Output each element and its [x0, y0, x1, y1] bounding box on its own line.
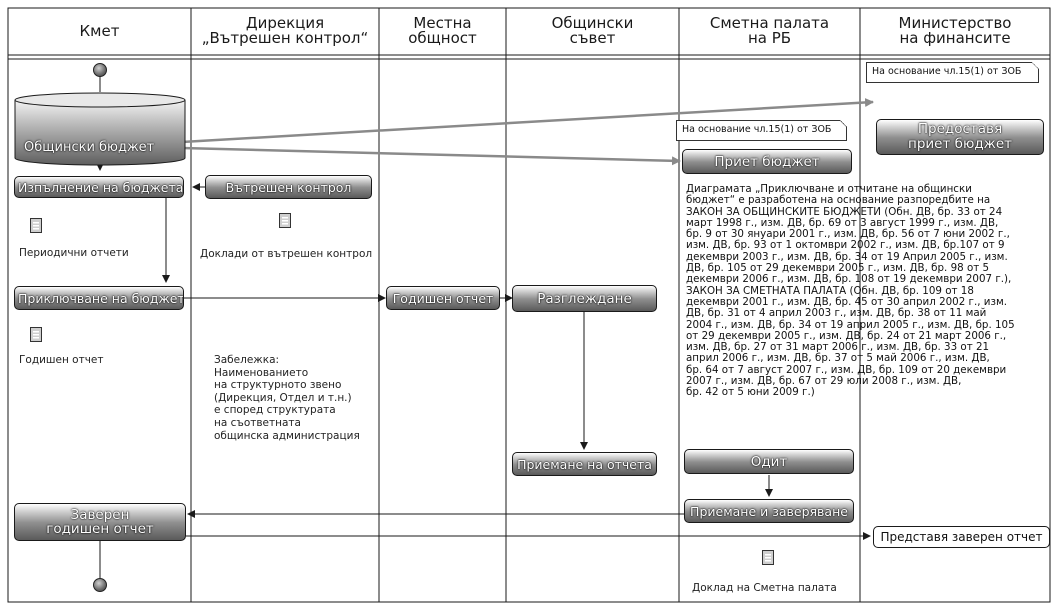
provide-line-1: Предоставя: [917, 121, 1003, 137]
paragraph-line: бюджет“ е разработена на основание разпо…: [686, 194, 991, 207]
lane-title: Местна: [413, 14, 472, 32]
lane-header-local-community: Местна общност: [379, 8, 506, 54]
internal-control-reports-label: Доклади от вътрешен контрол: [200, 248, 373, 260]
lane-subtitle: „Вътрешен контрол“: [201, 29, 369, 47]
budget-closing-box[interactable]: Приключване на бюджета: [14, 286, 184, 310]
paragraph-line: бр. 9 от 30 януари 2001 г., изм. ДВ, бр.…: [686, 228, 1010, 241]
budget-execution-box[interactable]: Изпълнение на бюджета: [14, 176, 184, 198]
internal-control-box[interactable]: Вътрешен контрол: [205, 175, 372, 199]
annual-report-doc-label: Годишен отчет: [19, 354, 104, 366]
municipal-budget-cylinder: [14, 92, 186, 166]
lane-subtitle: на финансите: [899, 29, 1011, 47]
audit-box[interactable]: Одит: [684, 449, 854, 474]
lane-header-ministry-finance: Министерство на финансите: [860, 8, 1050, 54]
annual-report-box[interactable]: Годишен отчет: [386, 286, 500, 310]
certified-annual-report-box[interactable]: Заверен годишен отчет: [14, 503, 186, 541]
periodic-reports-label: Периодични отчети: [19, 247, 129, 259]
paragraph-line: декември 2006 г., изм. ДВ, бр. 108 от 19…: [686, 273, 1012, 286]
lane-title: Министерство: [898, 14, 1012, 32]
remark-line: на съответната: [214, 416, 301, 429]
remark-line: Наименованието: [214, 366, 309, 379]
lane-subtitle: на РБ: [747, 29, 792, 47]
paragraph-line: 2007 г., изм. ДВ, бр. 67 от 29 юли 2008 …: [686, 375, 962, 388]
paragraph-line: ДВ, бр. 105 от 29 декември 2005 г., изм.…: [686, 262, 990, 275]
remark-line: е според структурата: [214, 404, 336, 417]
lane-subtitle: съвет: [569, 29, 616, 47]
structure-remark: Забележка: Наименованието на структурнот…: [214, 354, 360, 442]
paragraph-line: Диаграмата „Приключване и отчитане на об…: [686, 183, 972, 195]
municipal-budget-label: Общински бюджет: [24, 140, 155, 155]
remark-line: общинска администрация: [214, 429, 360, 442]
certified-line-1: Заверен: [70, 507, 130, 523]
legal-basis-paragraph: Диаграмата „Приключване и отчитане на об…: [686, 183, 1048, 399]
audit-report-doc-label: Доклад на Сметна палата: [692, 582, 837, 594]
document-icon: [762, 550, 774, 565]
paragraph-line: април 2006 г., изм. ДВ, бр. 37 от 5 май …: [686, 352, 990, 365]
mf-legal-basis-note: На основание чл.15(1) от ЗОБ: [866, 62, 1039, 83]
paragraph-line: декември 2001 г., изм. ДВ, бр. 45 от 30 …: [686, 295, 1007, 308]
paragraph-line: изм. ДВ, бр. 93 от 1 октомври 2002 г., и…: [686, 239, 1005, 252]
lane-header-audit-office: Сметна палата на РБ: [679, 8, 860, 54]
lane-header-municipal-council: Общински съвет: [506, 8, 679, 54]
provide-line-2: приет бюджет: [908, 136, 1012, 152]
sp-legal-basis-note: На основание чл.15(1) от ЗОБ: [676, 120, 847, 141]
paragraph-line: ЗАКОН ЗА СМЕТНАТА ПАЛАТА (Обн. ДВ, бр. 1…: [686, 284, 974, 297]
paragraph-line: март 1998 г., изм. ДВ, бр. 69 от 3 авгус…: [686, 216, 999, 229]
accepted-budget-box[interactable]: Приет бюджет: [682, 149, 852, 174]
lane-title: Кмет: [79, 21, 120, 40]
paragraph-line: ЗАКОН ЗА ОБЩИНСКИТЕ БЮДЖЕТИ (Обн. ДВ, бр…: [686, 205, 1003, 218]
start-node-icon: [93, 63, 107, 77]
paragraph-line: от 29 декември 2005 г., изм. ДВ, бр. 24 …: [686, 329, 1007, 342]
paragraph-line: бр. 42 от 5 юни 2009 г.): [686, 386, 815, 399]
paragraph-line: бр. 64 от 7 август 2007 г., изм. ДВ, бр.…: [686, 363, 1007, 376]
lane-header-internal-control: Дирекция „Вътрешен контрол“: [191, 8, 379, 54]
provide-accepted-budget-box[interactable]: Предоставя приет бюджет: [876, 119, 1044, 155]
review-box[interactable]: Разглеждане: [512, 285, 657, 312]
document-icon: [279, 213, 291, 228]
end-node-icon: [93, 578, 107, 592]
remark-line: на структурното звено: [214, 379, 342, 392]
document-icon: [30, 327, 42, 342]
lane-header-mayor: Кмет: [8, 8, 191, 54]
paragraph-line: 2004 г., изм. ДВ, бр. 34 от 19 април 200…: [686, 318, 1015, 331]
report-acceptance-box[interactable]: Приемане на отчета: [512, 452, 657, 476]
document-icon: [30, 218, 42, 233]
lane-title: Дирекция: [245, 14, 325, 32]
certified-line-2: годишен отчет: [46, 521, 154, 537]
lane-subtitle: общност: [408, 29, 477, 47]
remark-line: Забележка:: [214, 354, 280, 366]
present-certified-report-box[interactable]: Представя заверен отчет: [873, 526, 1050, 548]
paragraph-line: ДВ, бр. 31 от 4 април 2003 г., изм. ДВ, …: [686, 307, 987, 320]
paragraph-line: декември 2003 г., изм. ДВ, бр. 34 от 19 …: [686, 250, 1008, 263]
paragraph-line: изм. ДВ, бр. 27 от 31 март 2006 г., изм.…: [686, 341, 990, 354]
lane-title: Сметна палата: [709, 14, 830, 32]
remark-line: (Дирекция, Отдел и т.н.): [214, 391, 352, 404]
accept-and-certify-box[interactable]: Приемане и заверяване: [684, 499, 854, 523]
lane-title: Общински: [551, 14, 634, 32]
